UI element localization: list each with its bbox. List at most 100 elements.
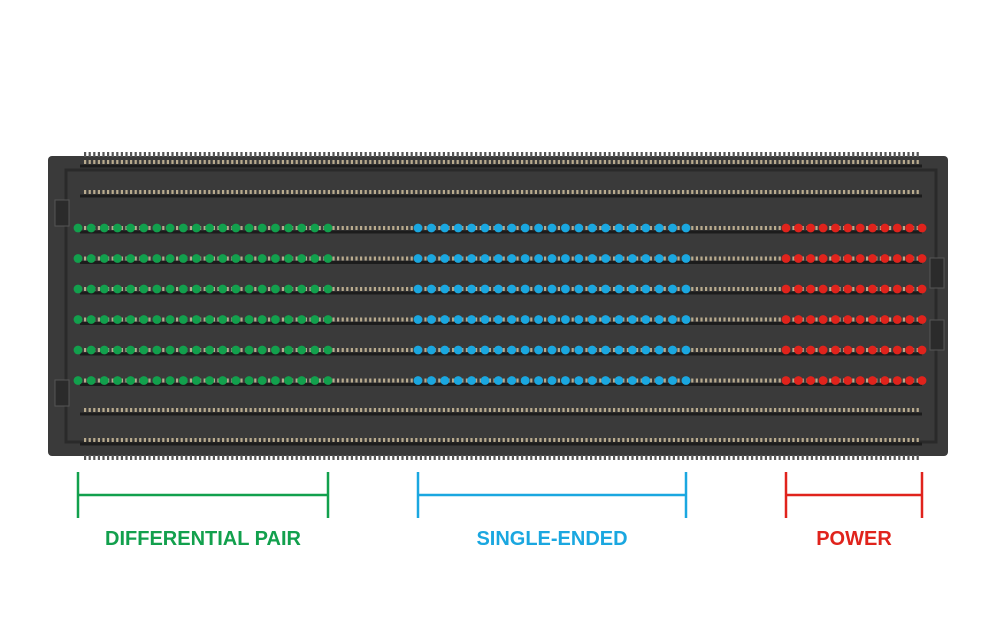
power-contact <box>868 254 877 263</box>
differential-pair-contact <box>284 315 293 324</box>
power-contact <box>843 315 853 324</box>
single-ended-contact <box>520 315 530 324</box>
power-contact <box>781 345 791 355</box>
differential-pair-contact <box>231 315 241 324</box>
single-ended-contact <box>654 254 664 263</box>
power-contact <box>868 315 877 324</box>
single-ended-contact <box>641 376 651 385</box>
single-ended-contact <box>614 376 624 385</box>
differential-pair-contact <box>126 223 135 233</box>
power-contact <box>880 315 890 324</box>
differential-pair-contact <box>139 284 149 294</box>
differential-pair-contact <box>165 345 175 355</box>
differential-pair-contact <box>310 284 320 294</box>
single-ended-bracket <box>416 472 688 518</box>
differential-pair-contact <box>205 223 215 233</box>
differential-pair-contact <box>257 284 267 294</box>
power-contact <box>843 376 853 385</box>
power-contact <box>843 254 853 263</box>
differential-pair-contact <box>310 376 320 385</box>
outer-rail-3-contacts <box>84 408 919 412</box>
single-ended-contact <box>654 376 664 385</box>
differential-pair-contact <box>126 376 135 385</box>
power-contact <box>781 315 791 324</box>
power-contact <box>905 376 914 385</box>
single-ended-contact <box>413 315 423 324</box>
single-ended-contact <box>413 345 423 355</box>
single-ended-contact <box>453 315 463 324</box>
differential-pair-contact <box>284 284 293 294</box>
differential-pair-contact <box>152 254 162 263</box>
outer-rail-4-contacts <box>84 438 919 442</box>
zone-brackets <box>76 472 924 518</box>
power-contact <box>831 315 840 324</box>
single-ended-contact <box>520 345 530 355</box>
single-ended-contact <box>453 345 463 355</box>
single-ended-contact <box>628 345 637 355</box>
differential-pair-contact <box>165 284 175 294</box>
single-ended-contact <box>440 223 450 233</box>
single-ended-contact <box>587 376 597 385</box>
differential-pair-contact <box>73 376 83 385</box>
differential-pair-contact <box>192 284 201 294</box>
single-ended-contact <box>601 254 610 263</box>
differential-pair-contact <box>99 284 109 294</box>
power-contact <box>818 284 828 294</box>
power-contact <box>781 254 791 263</box>
single-ended-contact <box>561 254 570 263</box>
differential-pair-contact <box>297 315 307 324</box>
power-contact <box>843 223 853 233</box>
single-ended-contact <box>467 376 476 385</box>
single-ended-contact <box>534 223 543 233</box>
single-ended-contact <box>654 284 664 294</box>
power-contact <box>905 254 914 263</box>
single-ended-contact <box>440 315 450 324</box>
single-ended-contact <box>467 345 476 355</box>
differential-pair-contact <box>152 345 162 355</box>
single-ended-contact <box>601 284 610 294</box>
differential-pair-contact <box>323 223 333 233</box>
single-ended-contact <box>534 284 543 294</box>
differential-pair-contact <box>257 315 267 324</box>
single-ended-contact <box>587 315 597 324</box>
power-contact <box>880 284 890 294</box>
single-ended-contact <box>453 254 463 263</box>
single-ended-contact <box>520 254 530 263</box>
differential-pair-contact <box>244 315 254 324</box>
single-ended-contact <box>668 223 677 233</box>
power-contact <box>855 223 865 233</box>
power-contact <box>781 284 791 294</box>
power-contact <box>818 315 828 324</box>
differential-pair-contact <box>113 223 122 233</box>
differential-pair-contact <box>218 345 228 355</box>
single-ended-contact <box>601 223 610 233</box>
single-ended-contact <box>467 223 476 233</box>
single-ended-contact <box>520 223 530 233</box>
single-ended-contact <box>668 284 677 294</box>
differential-pair-contact <box>86 223 96 233</box>
label-power: POWER <box>816 528 892 550</box>
single-ended-contact <box>480 376 490 385</box>
differential-pair-contact <box>178 223 188 233</box>
single-ended-contact <box>601 315 610 324</box>
single-ended-contact <box>547 284 557 294</box>
single-ended-contact <box>480 315 490 324</box>
differential-pair-contact <box>205 345 215 355</box>
differential-pair-contact <box>284 345 293 355</box>
single-ended-contact <box>534 376 543 385</box>
differential-pair-contact <box>218 315 228 324</box>
differential-pair-contact <box>192 376 201 385</box>
power-contact <box>831 376 840 385</box>
single-ended-contact <box>574 315 584 324</box>
differential-pair-contact <box>139 223 149 233</box>
differential-pair-contact <box>178 315 188 324</box>
differential-pair-contact <box>86 345 96 355</box>
single-ended-contact <box>628 223 637 233</box>
single-ended-contact <box>547 315 557 324</box>
power-contact <box>781 376 791 385</box>
latch-left-top <box>54 199 70 227</box>
single-ended-contact <box>534 315 543 324</box>
power-contact <box>905 315 914 324</box>
differential-pair-contact <box>178 376 188 385</box>
housing-teeth <box>84 152 919 460</box>
